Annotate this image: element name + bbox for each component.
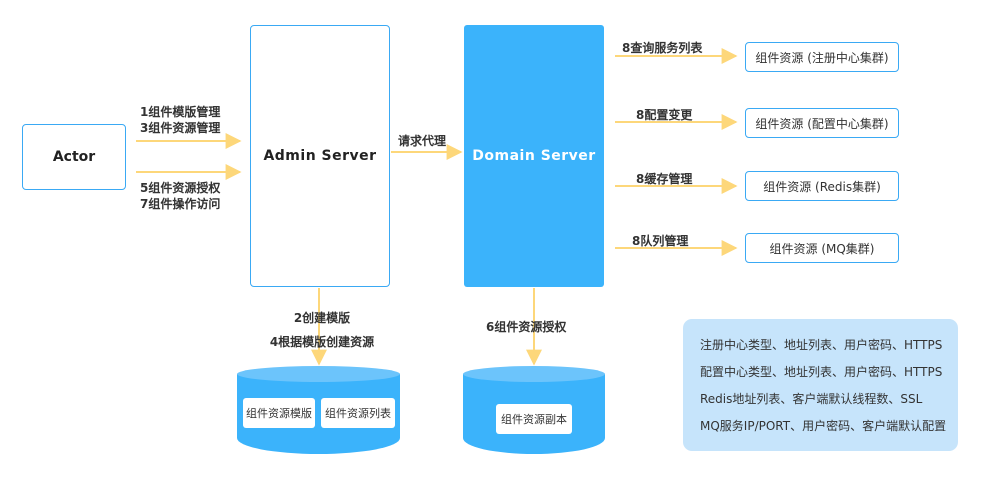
database-top xyxy=(463,366,605,382)
note-line: MQ服务IP/PORT、用户密码、客户端默认配置 xyxy=(700,419,947,433)
edge-label-domain-res1: 8查询服务列表 xyxy=(622,41,703,55)
db-item-replica: 组件资源副本 xyxy=(496,404,572,434)
edge-label-line: 5组件资源授权 xyxy=(140,181,221,195)
edge-label-domain-res4: 8队列管理 xyxy=(632,234,689,248)
edge-label-admin-db: 2创建模版 4根据模版创建资源 xyxy=(261,306,383,354)
resource-node-mq: 组件资源 (MQ集群) xyxy=(745,233,899,263)
note-line: 注册中心类型、地址列表、用户密码、HTTPS xyxy=(700,338,943,352)
db-item-template: 组件资源模版 xyxy=(243,398,315,428)
domain-database: 组件资源副本 xyxy=(463,366,605,454)
edge-label-line: 2创建模版 xyxy=(293,311,351,325)
resource-node-redis: 组件资源 (Redis集群) xyxy=(745,171,899,201)
actor-label: Actor xyxy=(52,149,96,165)
edge-label-domain-res3: 8缓存管理 xyxy=(636,172,693,186)
resource-label: 组件资源 (MQ集群) xyxy=(769,241,875,256)
edge-label-line: 3组件资源管理 xyxy=(140,121,221,135)
resource-node-registry: 组件资源 (注册中心集群) xyxy=(745,42,899,72)
edge-label-line: 7组件操作访问 xyxy=(140,197,221,211)
edge-label-domain-res2: 8配置变更 xyxy=(636,108,693,122)
note-line: 配置中心类型、地址列表、用户密码、HTTPS xyxy=(700,365,943,379)
db-item-list: 组件资源列表 xyxy=(321,398,395,428)
resource-label: 组件资源 (配置中心集群) xyxy=(755,116,889,131)
edge-label-line: 1组件模版管理 xyxy=(140,105,221,119)
resource-node-config: 组件资源 (配置中心集群) xyxy=(745,108,899,138)
resource-label: 组件资源 (Redis集群) xyxy=(763,179,881,194)
admin-server-label: Admin Server xyxy=(263,148,377,164)
note-line: Redis地址列表、客户端默认线程数、SSL xyxy=(700,392,923,406)
edge-label-domain-db: 6组件资源授权 xyxy=(486,320,567,334)
domain-server-node: Domain Server xyxy=(464,25,604,287)
edge-label-actor-admin-top: 1组件模版管理 3组件资源管理 xyxy=(140,104,220,136)
edge-label-admin-domain: 请求代理 xyxy=(398,134,447,148)
edge-label-actor-admin-bottom: 5组件资源授权 7组件操作访问 xyxy=(140,180,220,212)
admin-server-node: Admin Server xyxy=(250,25,390,287)
domain-server-label: Domain Server xyxy=(472,148,596,164)
config-note: 注册中心类型、地址列表、用户密码、HTTPS 配置中心类型、地址列表、用户密码、… xyxy=(683,319,958,451)
resource-label: 组件资源 (注册中心集群) xyxy=(755,50,889,65)
admin-database: 组件资源模版 组件资源列表 xyxy=(237,366,400,454)
edge-label-line: 4根据模版创建资源 xyxy=(269,335,375,349)
database-top xyxy=(237,366,400,382)
actor-node: Actor xyxy=(22,124,126,190)
